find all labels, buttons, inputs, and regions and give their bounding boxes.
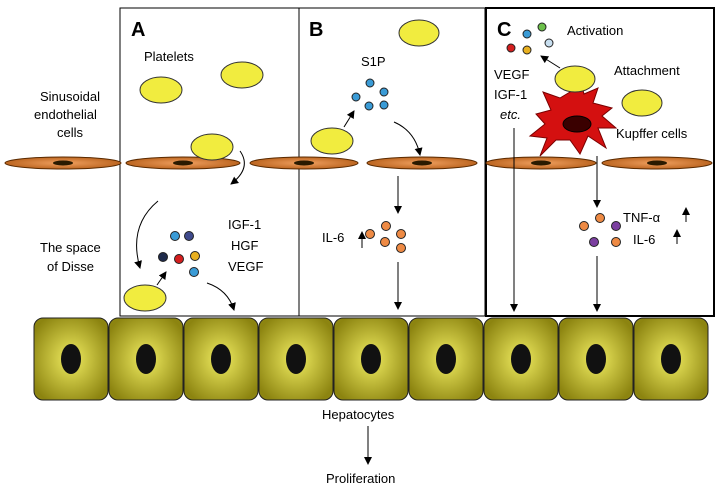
disse-label-line1: The space	[40, 240, 101, 255]
panel-a-letter: A	[131, 19, 145, 41]
platelet	[398, 19, 440, 47]
factor-c-igf1: IGF-1	[494, 87, 527, 102]
hepatocyte-cell	[558, 317, 634, 401]
panel-c-frame	[485, 7, 715, 317]
platelet	[123, 284, 167, 312]
hepatocyte-cell	[408, 317, 484, 401]
endothelial-layer	[4, 156, 713, 170]
il6-label-b: IL-6	[322, 230, 344, 245]
attachment-label: Attachment	[614, 63, 680, 78]
endothelial-cell	[4, 156, 122, 170]
factor-vegf-label: VEGF	[228, 259, 263, 274]
endothelial-cell	[366, 156, 478, 170]
hepatocyte-cell	[483, 317, 559, 401]
factor-c-vegf: VEGF	[494, 67, 529, 82]
hepatocyte-cell	[108, 317, 184, 401]
arrow	[393, 121, 423, 156]
platelet	[554, 65, 596, 93]
kupffer-nucleus	[562, 115, 592, 133]
endothelial-cell	[485, 156, 597, 170]
platelets-label: Platelets	[144, 49, 194, 64]
activation-dots	[506, 22, 554, 55]
platelet	[310, 127, 354, 155]
hepatocyte-cell	[258, 317, 334, 401]
panel-c-letter: C	[497, 19, 511, 41]
platelet	[190, 133, 234, 161]
endothelial-cell	[601, 156, 713, 170]
platelet	[220, 61, 264, 89]
s1p-dots	[351, 78, 389, 111]
arrow	[230, 150, 245, 185]
arrow	[540, 55, 561, 69]
endothelial-cell	[249, 156, 359, 170]
hepatocyte-cell	[33, 317, 109, 401]
hepatocytes-label: Hepatocytes	[322, 407, 395, 422]
endothelial-label-line3: cells	[57, 125, 84, 140]
il6-dots-b	[365, 221, 406, 253]
disse-label-line2: of Disse	[47, 259, 94, 274]
s1p-label: S1P	[361, 54, 386, 69]
arrow	[156, 271, 167, 286]
tnf-alpha-label: TNF-α	[623, 210, 661, 225]
panel-b-letter: B	[309, 19, 323, 41]
hepatocyte-cell	[333, 317, 409, 401]
arrow	[343, 110, 355, 128]
hepatocyte-layer	[33, 317, 709, 401]
hepatocyte-cell	[633, 317, 709, 401]
factor-c-etc: etc.	[500, 107, 521, 122]
growth-factor-dots	[158, 231, 200, 277]
kupffer-label: Kupffer cells	[616, 126, 688, 141]
endothelial-cell	[125, 156, 241, 170]
platelet	[621, 89, 663, 117]
cytokine-dots	[579, 213, 621, 247]
endothelial-label-line1: Sinusoidal	[40, 89, 100, 104]
platelet	[139, 76, 183, 104]
factor-igf1-label: IGF-1	[228, 217, 261, 232]
hepatocyte-cell	[183, 317, 259, 401]
arrow	[134, 200, 159, 269]
il6-label-c: IL-6	[633, 232, 655, 247]
endothelial-label-line2: endothelial	[34, 107, 97, 122]
activation-label: Activation	[567, 23, 623, 38]
arrow	[206, 282, 236, 311]
proliferation-label: Proliferation	[326, 471, 395, 486]
factor-hgf-label: HGF	[231, 238, 259, 253]
